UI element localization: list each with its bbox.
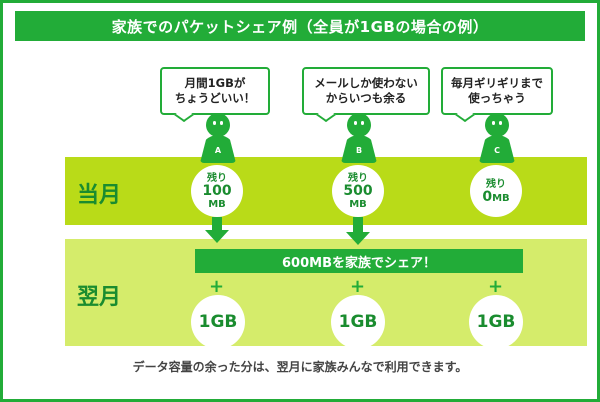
allowance-circle-c: 1GB: [469, 295, 523, 349]
speech-line: ちょうどいい！: [174, 91, 256, 105]
allowance-circle-b: 1GB: [331, 295, 385, 349]
plus-icon: +: [350, 276, 366, 297]
speech-line: 使っちゃう: [468, 91, 526, 105]
speech-bubble-c: 毎月ギリギリまで 使っちゃう: [441, 67, 553, 115]
arrow-down-icon: [205, 217, 229, 243]
plus-icon: +: [209, 276, 225, 297]
remaining-unit: MB: [349, 198, 367, 210]
speech-bubble-b: メールしか使わない からいつも余る: [302, 67, 430, 115]
person-icon-a: A: [198, 113, 238, 165]
current-month-label: 当月: [77, 183, 122, 208]
title-bar: 家族でのパケットシェア例（全員が1GBの場合の例）: [15, 11, 585, 41]
plus-icon: +: [488, 276, 504, 297]
remaining-value: 500: [343, 182, 373, 199]
person-letter: B: [355, 146, 363, 155]
person-icon-b: B: [339, 113, 379, 165]
person-letter: C: [494, 146, 500, 155]
remaining-value: 100: [202, 182, 232, 199]
speech-line: 月間1GBが: [184, 76, 246, 90]
speech-line: からいつも余る: [325, 91, 407, 105]
next-month-label: 翌月: [77, 285, 122, 310]
allowance-circle-a: 1GB: [191, 295, 245, 349]
person-letter: A: [214, 146, 222, 155]
footnote: データ容量の余った分は、翌月に家族みんなで利用できます。: [132, 360, 468, 374]
remaining-circle-a: 残り 100 MB: [191, 165, 243, 217]
remaining-unit: MB: [492, 192, 510, 204]
speech-bubble-a: 月間1GBが ちょうどいい！: [160, 67, 270, 115]
share-bar: 600MBを家族でシェア！: [195, 249, 523, 273]
remaining-value: 0: [482, 188, 493, 205]
remaining-circle-b: 残り 500 MB: [332, 165, 384, 217]
arrow-down-icon: [346, 217, 370, 245]
remaining-label: 残り: [486, 178, 506, 190]
speech-line: 毎月ギリギリまで: [451, 76, 543, 90]
person-icon-c: C: [477, 113, 517, 165]
remaining-label: 残り: [207, 172, 227, 184]
remaining-unit: MB: [208, 198, 226, 210]
speech-line: メールしか使わない: [314, 76, 418, 90]
remaining-circle-c: 残り 0 MB: [470, 165, 522, 217]
remaining-label: 残り: [348, 172, 368, 184]
